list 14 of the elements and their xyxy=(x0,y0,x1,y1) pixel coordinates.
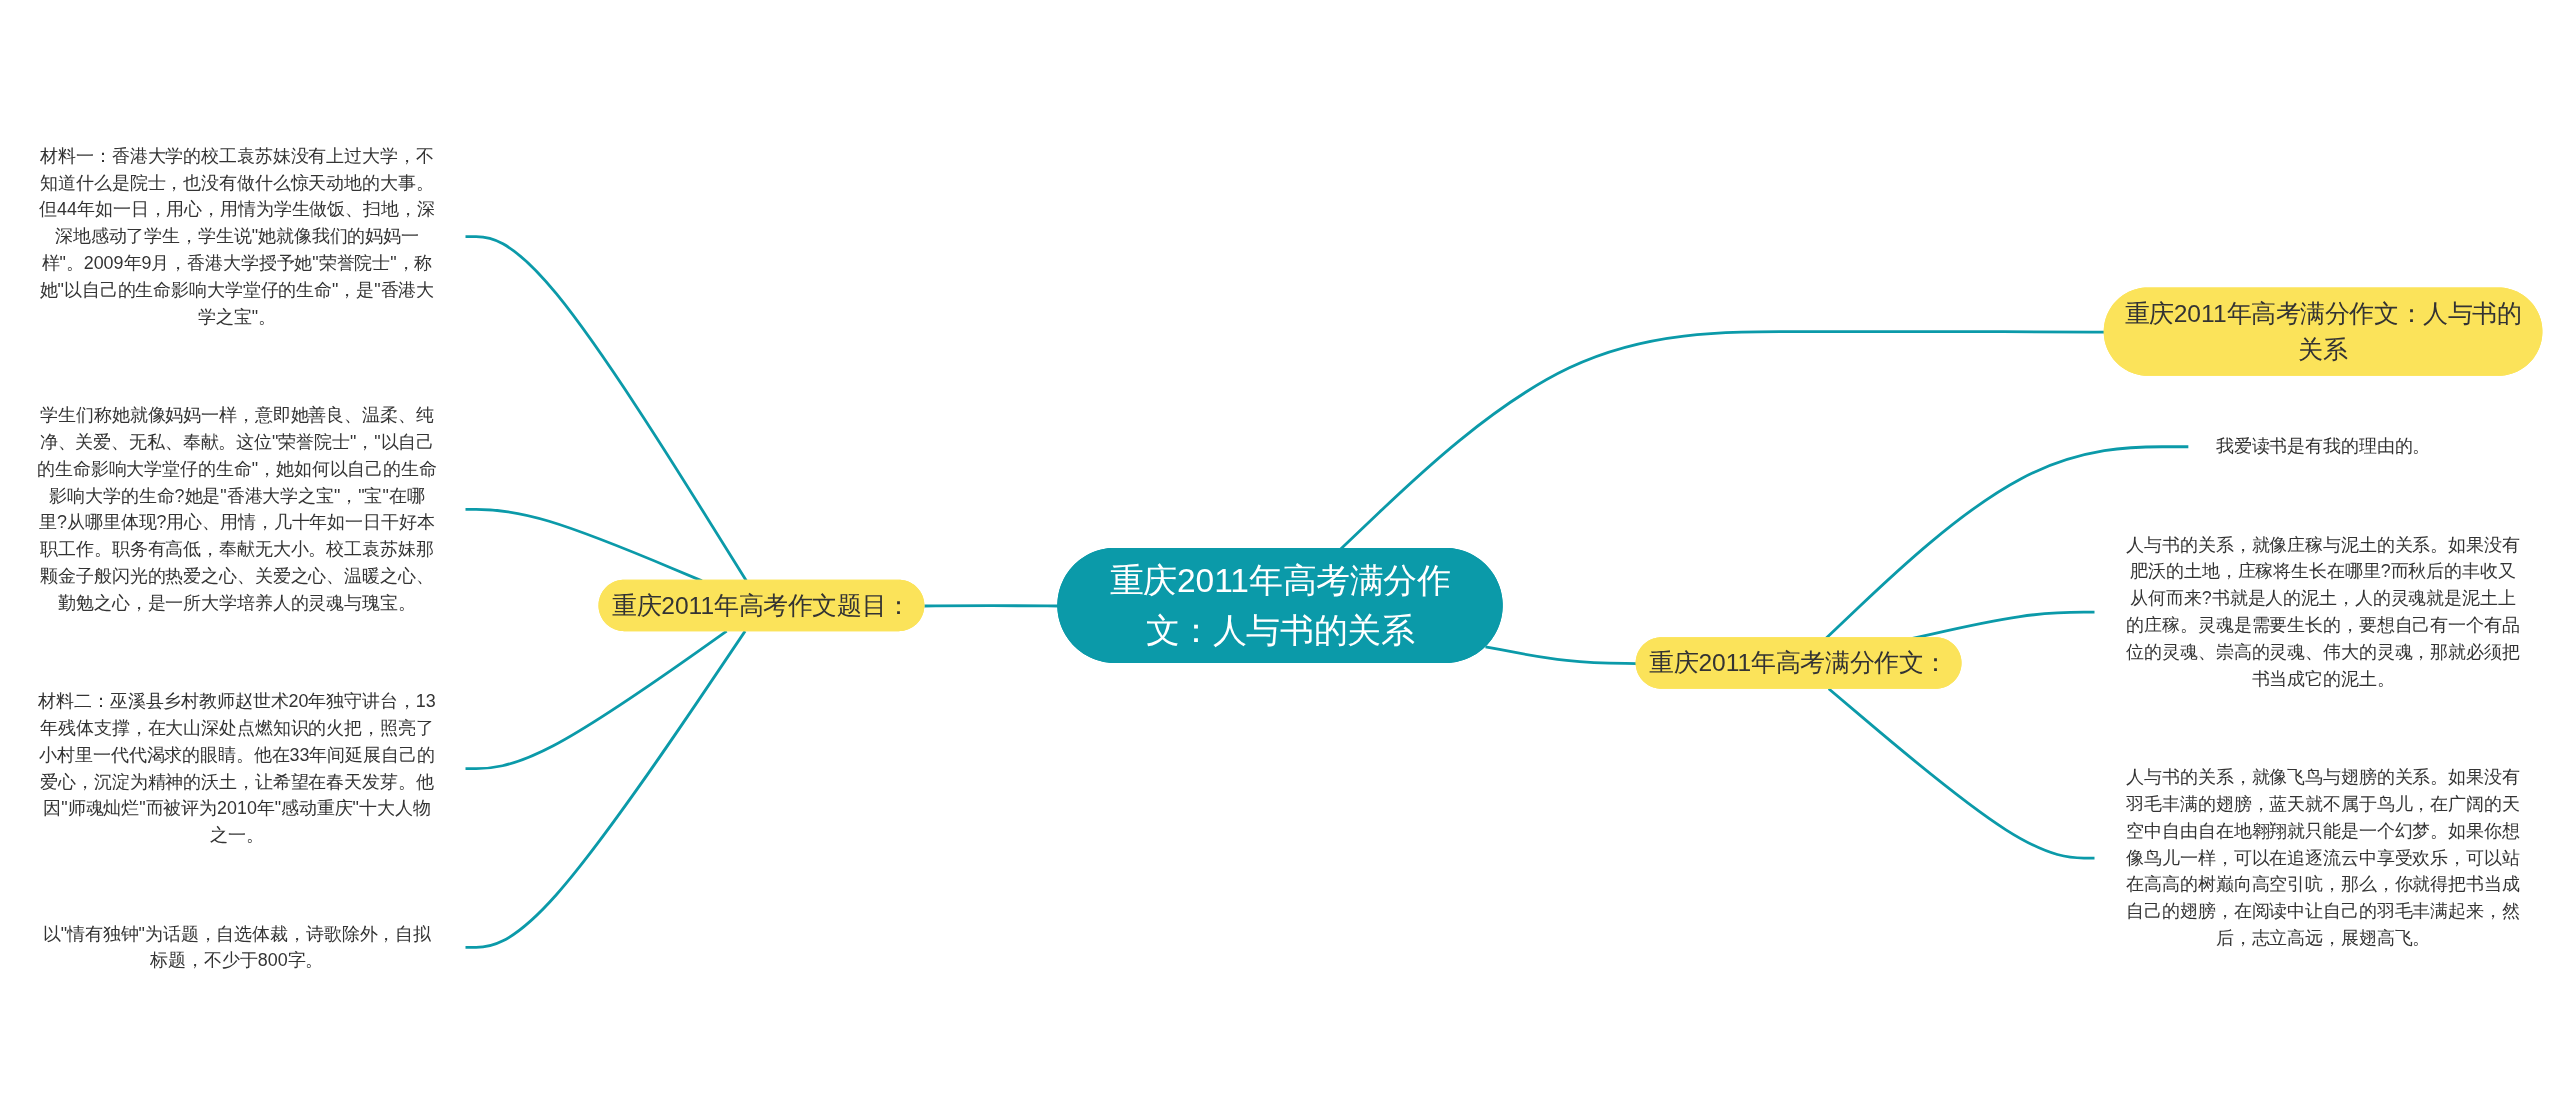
connector xyxy=(464,235,748,582)
connector xyxy=(464,630,747,949)
connector xyxy=(924,604,1059,608)
connector xyxy=(464,630,728,770)
node-text: 人与书的关系，就像庄稼与泥土的关系。如果没有肥沃的土地，庄稼将生长在哪里?而秋后的丰收又从何而来?书就是人的泥土，人的灵魂就是泥土上的庄稼。灵魂是需要生长的，要想自己有一个有品位的灵魂、崇高的灵魂、伟大的灵魂，那就必须把书当成它的泥土。 xyxy=(2126,535,2520,689)
node-text: 我爱读书是有我的理由的。 xyxy=(2215,436,2431,456)
connector xyxy=(1485,645,1637,665)
node-text: 人与书的关系，就像飞鸟与翅膀的关系。如果没有羽毛丰满的翅膀，蓝天就不属于鸟儿，在广阔的天空中自由自在地翱翔就只能是一个幻梦。如果你想像鸟儿一样，可以在追逐流云中享受欢乐，可以站在高高的树巅向高空引吭，那么，你就得把书当成自己的翅膀，在阅读中让自己的羽毛丰满起来，然后，志立高远，展翅高飞。 xyxy=(2126,767,2520,948)
node-text: 学生们称她就像妈妈一样，意即她善良、温柔、纯净、关爱、无私、奉献。这位"荣誉院士"，"以自己的生命影响大学堂仔的生命"，她如何以自己的生命影响大学的生命?她是"香港大学之宝"，"宝"在哪里?从哪里体现?用心、用情，几十年如一日干好本职工作。职务有高低，奉献无大小。校工袁苏妹那颗金子般闪光的热爱之心、关爱之心、温暖之心、勤勉之心，是一所大学培养人的灵魂与瑰宝。 xyxy=(37,405,437,613)
node-text: 以"情有独钟"为话题，自选体裁，诗歌除外，自拟标题，不少于800字。 xyxy=(42,923,432,970)
connector xyxy=(1827,687,2096,860)
node-text: 材料一：香港大学的校工袁苏妹没有上过大学，不知道什么是院士，也没有做什么惊天动地的大事。但44年如一日，用心，用情为学生做饭、扫地，深深地感动了学生，学生说"她就像我们的妈妈一样"。2009年9月，香港大学授予她"荣誉院士"，称她"以自己的生命影响大学堂仔的生命"，是"香港大学之宝"。 xyxy=(39,146,435,327)
connector xyxy=(1339,330,2105,550)
node-text: 材料二：巫溪县乡村教师赵世术20年独守讲台，13年残体支撑，在大山深处点燃知识的火把，照亮了小村里一代代渴求的眼睛。他在33年间延展自己的爱心，沉淀为精神的沃土，让希望在春天发芽。他因"师魂灿烂"而被评为2010年"感动重庆"十大人物之一。 xyxy=(38,691,436,845)
